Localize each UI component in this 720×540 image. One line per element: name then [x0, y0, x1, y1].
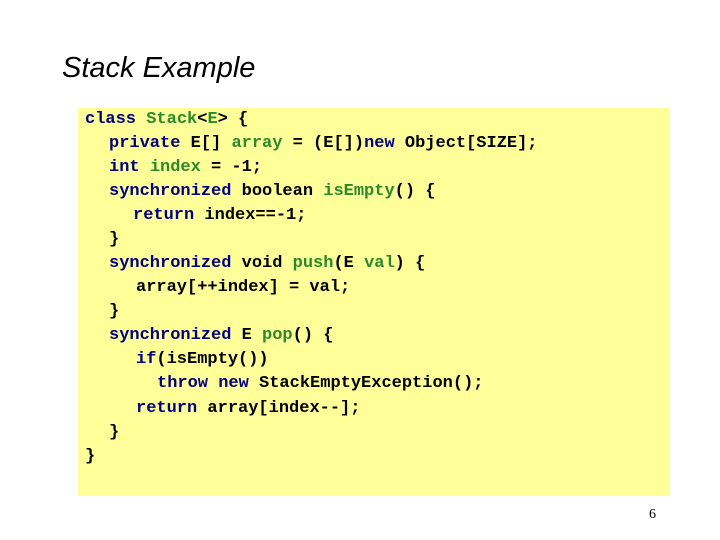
- code-token: <: [197, 110, 208, 129]
- code-token: }: [85, 447, 96, 466]
- code-token: Object[SIZE];: [394, 134, 538, 153]
- code-token: () {: [292, 326, 334, 345]
- code-line: return index==-1;: [133, 205, 306, 227]
- code-token: }: [109, 302, 120, 321]
- code-line: if(isEmpty()): [136, 349, 269, 371]
- code-line: }: [109, 301, 119, 323]
- code-token: Stack: [146, 110, 198, 129]
- code-line: class Stack<E> {: [85, 109, 248, 131]
- code-line: throw new StackEmptyException();: [157, 373, 483, 395]
- code-token: array[++index] = val;: [136, 278, 351, 297]
- code-token: throw new: [157, 374, 260, 393]
- code-token: () {: [394, 182, 436, 201]
- code-token: push: [292, 254, 334, 273]
- code-token: return: [133, 206, 205, 225]
- code-token: = -1;: [200, 158, 263, 177]
- code-token: array[index--];: [207, 399, 361, 418]
- code-token: E[]: [190, 134, 232, 153]
- code-line: synchronized E pop() {: [109, 325, 333, 347]
- code-token: index==-1;: [204, 206, 307, 225]
- code-token: StackEmptyException();: [259, 374, 484, 393]
- code-line: }: [109, 229, 119, 251]
- code-line: synchronized boolean isEmpty() {: [109, 181, 435, 203]
- code-token: (E: [333, 254, 365, 273]
- code-token: ) {: [394, 254, 426, 273]
- code-token: (isEmpty()): [156, 350, 269, 369]
- code-token: int: [109, 158, 150, 177]
- slide-title: Stack Example: [62, 52, 256, 84]
- code-token: synchronized: [109, 254, 242, 273]
- code-token: void: [241, 254, 293, 273]
- code-line: }: [109, 422, 119, 444]
- code-token: class: [85, 110, 147, 129]
- code-token: pop: [262, 326, 293, 345]
- code-line: return array[index--];: [136, 398, 360, 420]
- code-block: class Stack<E> {private E[] array = (E[]…: [78, 108, 670, 496]
- code-token: synchronized: [109, 326, 242, 345]
- code-token: new: [364, 134, 395, 153]
- code-token: private: [109, 134, 191, 153]
- code-token: synchronized: [109, 182, 242, 201]
- code-token: val: [364, 254, 395, 273]
- code-line: synchronized void push(E val) {: [109, 253, 425, 275]
- code-line: }: [85, 446, 95, 468]
- code-token: }: [109, 230, 120, 249]
- code-token: return: [136, 399, 208, 418]
- code-line: array[++index] = val;: [136, 277, 350, 299]
- code-token: }: [109, 423, 120, 442]
- code-token: > {: [217, 110, 249, 129]
- code-token: E: [241, 326, 263, 345]
- code-token: = (E[]): [282, 134, 365, 153]
- code-line: int index = -1;: [109, 157, 262, 179]
- code-token: isEmpty: [323, 182, 395, 201]
- code-token: if: [136, 350, 157, 369]
- page-number: 6: [649, 507, 656, 522]
- code-token: array: [231, 134, 283, 153]
- code-line: private E[] array = (E[])new Object[SIZE…: [109, 133, 538, 155]
- code-token: E: [207, 110, 218, 129]
- code-token: index: [149, 158, 201, 177]
- code-token: boolean: [241, 182, 324, 201]
